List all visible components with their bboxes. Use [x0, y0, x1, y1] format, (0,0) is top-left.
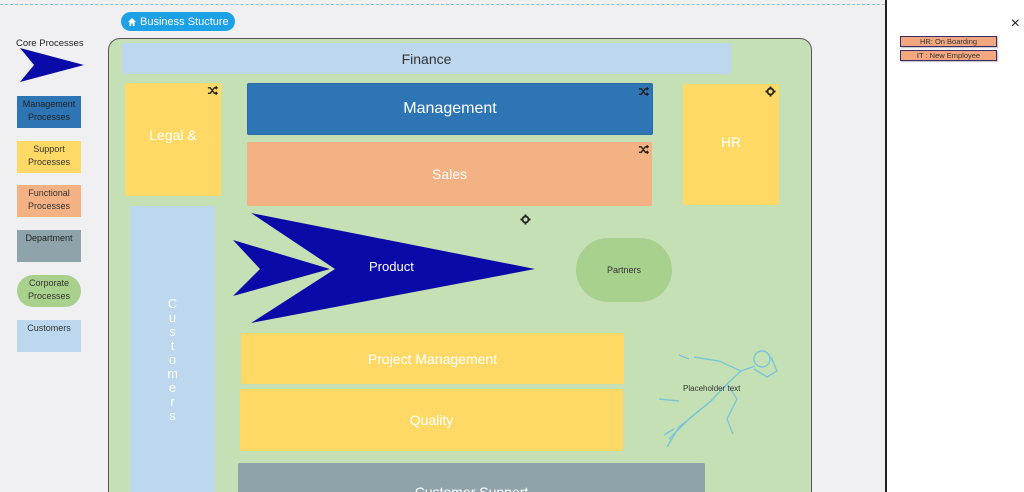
project-management-label: Project Management: [367, 350, 498, 367]
side-panel: × HR: On Boarding IT : New Employee: [885, 0, 1024, 492]
close-icon[interactable]: ×: [1010, 15, 1020, 32]
tag-hr-on-boarding[interactable]: HR: On Boarding: [900, 36, 997, 47]
legend-customers[interactable]: Customers: [17, 320, 81, 352]
core-process-arrow-icon: [233, 213, 535, 323]
gear-icon[interactable]: [765, 86, 776, 97]
home-icon: [128, 17, 136, 26]
partners-block[interactable]: Partners: [576, 238, 672, 302]
hr-label: HR: [720, 133, 742, 150]
placeholder-text: Placeholder text: [683, 384, 741, 393]
breadcrumb-label: Business Stucture: [140, 15, 229, 28]
gear-icon[interactable]: [520, 214, 531, 225]
legend-corporate-processes[interactable]: Corporate Processes: [17, 275, 81, 307]
legal-block[interactable]: Legal &: [125, 83, 221, 196]
quality-block[interactable]: Quality: [240, 389, 623, 451]
customer-support-label: Customer Support: [414, 484, 529, 492]
finance-block[interactable]: Finance: [122, 43, 731, 74]
customers-block[interactable]: Customers: [130, 206, 215, 492]
quality-label: Quality: [409, 412, 454, 428]
sales-label: Sales: [431, 166, 468, 182]
shuffle-icon[interactable]: [638, 144, 649, 155]
shuffle-icon[interactable]: [207, 85, 218, 96]
breadcrumb[interactable]: Business Stucture: [121, 12, 235, 31]
product-arrow[interactable]: Product: [233, 213, 535, 325]
customers-label: Customers: [165, 296, 180, 422]
tag-it-new-employee[interactable]: IT : New Employee: [900, 50, 997, 61]
legend-department[interactable]: Department: [17, 230, 81, 262]
runner-image[interactable]: Placeholder text: [649, 339, 794, 449]
hr-block[interactable]: HR: [683, 84, 779, 205]
core-process-arrow-icon[interactable]: [20, 48, 84, 82]
sales-block[interactable]: Sales: [247, 142, 652, 206]
customer-support-block[interactable]: Customer Support: [238, 463, 705, 492]
runner-sketch-icon: [658, 350, 778, 448]
management-label: Management: [403, 100, 497, 117]
finance-label: Finance: [401, 50, 452, 67]
legend-support-processes[interactable]: Support Processes: [17, 141, 81, 173]
management-block[interactable]: Management: [247, 83, 653, 135]
legend-functional-processes[interactable]: Functional Processes: [17, 185, 81, 217]
product-label: Product: [369, 259, 414, 274]
diagram-canvas[interactable]: Business Stucture Core Processes Managem…: [0, 0, 885, 492]
legend-management-processes[interactable]: Management Processes: [17, 96, 81, 128]
business-structure-board[interactable]: Finance Legal & Management Sales HR Cust…: [108, 38, 812, 492]
page-boundary-line: [0, 4, 885, 5]
shuffle-icon[interactable]: [638, 86, 649, 97]
project-management-block[interactable]: Project Management: [241, 333, 624, 384]
legend-core-processes-label: Core Processes: [16, 38, 84, 49]
partners-label: Partners: [606, 265, 641, 275]
legal-label: Legal &: [149, 126, 197, 143]
